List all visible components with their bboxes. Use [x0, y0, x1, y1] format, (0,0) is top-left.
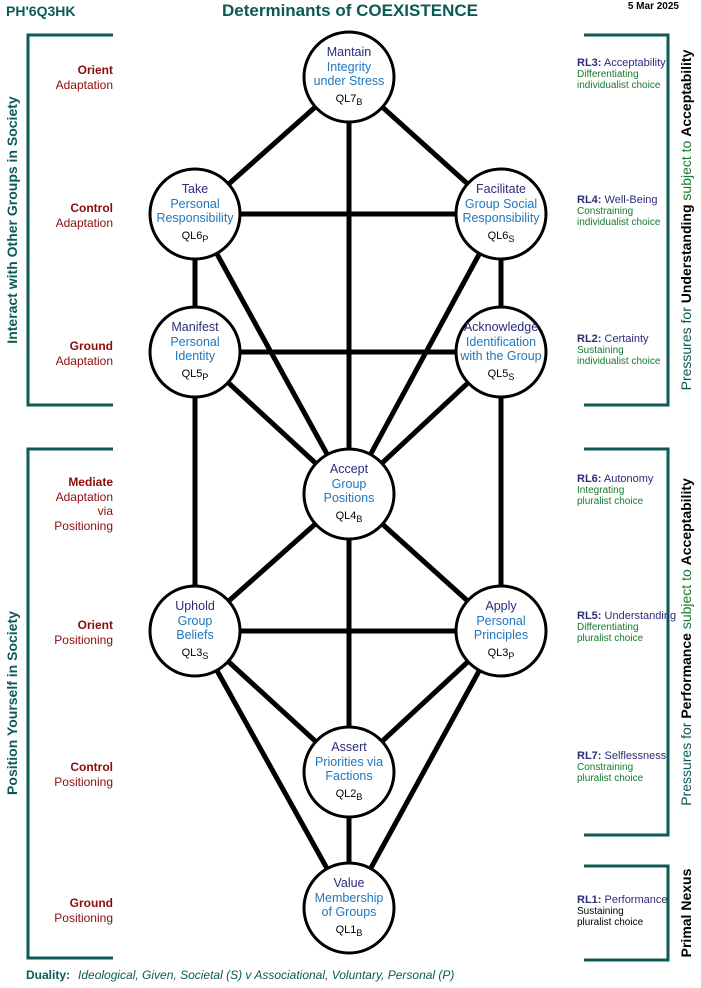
node-text-line: under Stress	[313, 74, 385, 88]
node-code: QL5P	[181, 367, 209, 382]
node-layer	[148, 30, 548, 955]
bracket-position	[26, 447, 113, 960]
node-circle-ql1	[302, 861, 396, 955]
doc-date: 5 Mar 2025	[627, 1, 679, 12]
duality-note: Duality:Ideological, Given, Societal (S)…	[26, 968, 455, 982]
node-circle-ql3p	[454, 584, 548, 678]
bracket-performance	[584, 447, 670, 837]
node-text-line: Positions	[323, 491, 375, 505]
bracket-interact	[26, 33, 113, 407]
node-circle-ql5s	[454, 305, 548, 399]
node-text-line: Group	[331, 476, 367, 491]
node-text-line: Priorities via	[314, 754, 384, 769]
node-text-line: Personal	[476, 613, 526, 628]
node-circle-ql7	[302, 30, 396, 124]
position-label: Position Yourself in Society	[4, 611, 20, 795]
node-text-line: Group Social	[464, 196, 538, 211]
node-code: QL6S	[487, 229, 515, 244]
page-title: Determinants of COEXISTENCE	[222, 1, 478, 20]
node-text-line: Accept	[329, 462, 369, 476]
node-text-line: Factions	[325, 769, 373, 783]
node-text-line: Take	[181, 182, 209, 196]
node-text-line: of Groups	[321, 905, 377, 919]
bracket-understanding	[584, 33, 670, 407]
node-code: QL3P	[487, 646, 515, 661]
node-circle-ql6p	[148, 167, 242, 261]
node-text-line: Facilitate	[475, 182, 527, 196]
edge-ql3p-ql1	[346, 629, 504, 910]
edge-ql3s-ql1	[192, 629, 352, 910]
node-circle-ql5p	[148, 305, 242, 399]
doc-code: PH'6Q3HK	[6, 3, 76, 19]
node-code: QL4B	[335, 509, 363, 524]
node-code: QL3S	[181, 646, 209, 661]
node-text-line: Mantain	[326, 45, 372, 59]
node-text-line: Uphold	[175, 599, 215, 613]
node-text-line: Principles	[473, 628, 529, 642]
node-text-line: Assert	[331, 740, 367, 754]
node-text-line: Identification	[465, 334, 537, 349]
node-text-line: Responsibility	[462, 211, 540, 225]
interact-label: Interact with Other Groups in Society	[4, 96, 20, 344]
node-circle-ql4	[302, 447, 396, 541]
node-code: QL1B	[335, 923, 363, 938]
node-circle-ql3s	[148, 584, 242, 678]
node-circle-ql6s	[454, 167, 548, 261]
node-code: QL7B	[335, 92, 363, 107]
node-text-line: Membership	[314, 890, 384, 905]
node-text-line: Personal	[170, 334, 220, 349]
node-text-line: Identity	[174, 349, 216, 363]
node-text-line: Apply	[485, 599, 517, 613]
node-text-line: Manifest	[171, 320, 219, 334]
node-text-line: Group	[177, 613, 213, 628]
node-text-line: Responsibility	[156, 211, 234, 225]
node-text-line: Value	[333, 876, 365, 890]
node-code: QL2B	[335, 787, 363, 802]
bracket-primal-nexus	[584, 864, 670, 962]
node-text-line: Beliefs	[176, 628, 214, 642]
node-text-line: Integrity	[326, 59, 372, 74]
node-text-line: Personal	[170, 196, 220, 211]
node-code: QL6P	[181, 229, 209, 244]
node-text-line: Acknowledge	[463, 320, 539, 334]
node-circle-ql2	[302, 725, 396, 819]
node-code: QL5S	[487, 367, 515, 382]
node-text-line: with the Group	[460, 349, 542, 363]
